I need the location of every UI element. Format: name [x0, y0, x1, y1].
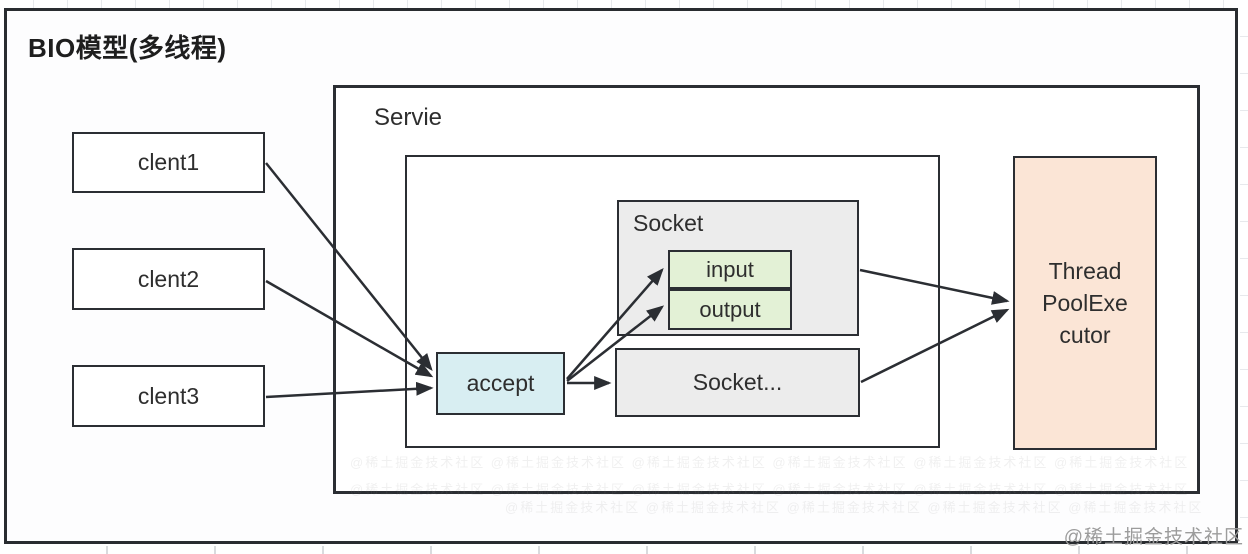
thread-pool-executor-box: Thread PoolExe cutor [1013, 156, 1157, 450]
accept-label: accept [466, 370, 535, 396]
grid-strip-top [0, 0, 1248, 8]
socket-label: Socket [633, 210, 704, 236]
watermark-tile-row: @稀土掘金技术社区 @稀土掘金技术社区 @稀土掘金技术社区 @稀土掘金技术社区 … [350, 455, 1190, 470]
client2-box: clent2 [72, 248, 265, 310]
output-label: output [699, 296, 761, 322]
input-label: input [706, 256, 754, 282]
client3-label: clent3 [137, 382, 200, 409]
thread-pool-line1: Thread [1048, 258, 1122, 284]
thread-pool-line3: cutor [1059, 322, 1111, 348]
client2-label: clent2 [137, 265, 200, 292]
accept-box: accept [436, 352, 565, 415]
output-box: output [668, 289, 792, 330]
watermark-tile-row: @稀土掘金技术社区 @稀土掘金技术社区 @稀土掘金技术社区 @稀土掘金技术社区 … [505, 500, 1204, 515]
socket-more-box: Socket... [615, 348, 860, 417]
client1-label: clent1 [137, 149, 200, 175]
thread-pool-line2: PoolExe [1042, 290, 1128, 316]
grid-strip-bottom [0, 546, 1248, 554]
watermark-tile-row: @稀土掘金技术社区 @稀土掘金技术社区 @稀土掘金技术社区 @稀土掘金技术社区 … [350, 482, 1190, 497]
diagram-title: BIO模型(多线程) [28, 33, 227, 63]
watermark: @稀土掘金技术社区 [1063, 527, 1244, 548]
server-label: Servie [374, 104, 443, 131]
client3-box: clent3 [72, 365, 265, 427]
input-box: input [668, 250, 792, 289]
client1-box: clent1 [72, 132, 265, 193]
grid-strip-right [1240, 0, 1248, 554]
socket-more-label: Socket... [692, 369, 783, 395]
